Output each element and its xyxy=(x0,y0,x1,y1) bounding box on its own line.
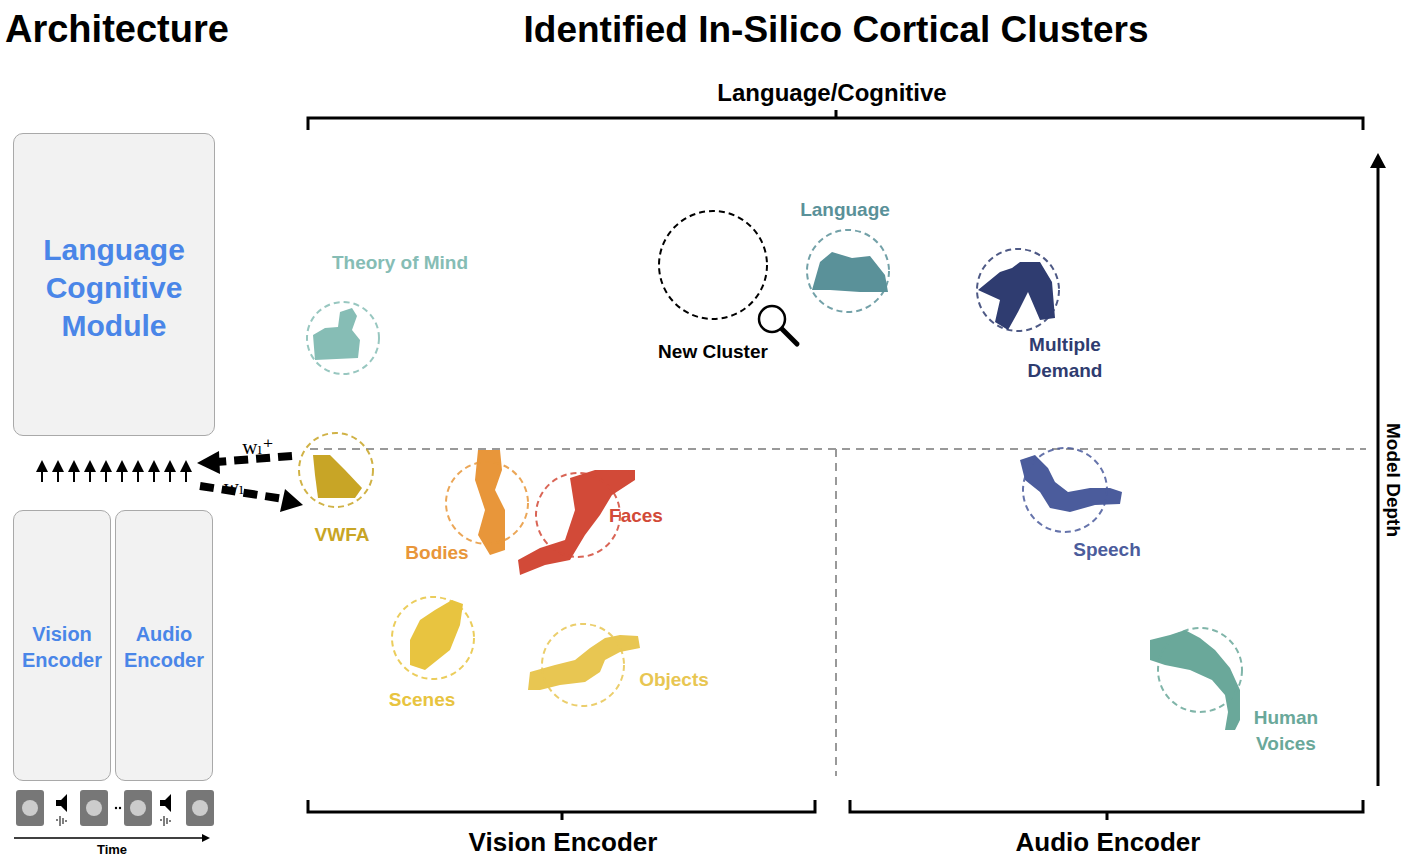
cluster-label: New Cluster xyxy=(613,339,813,365)
cluster-circle: Faces xyxy=(536,473,620,557)
cluster-circle: New Cluster xyxy=(659,211,767,319)
cluster-outline xyxy=(446,462,528,544)
cluster-label: Faces xyxy=(576,503,696,529)
dashed-circle xyxy=(1023,448,1107,532)
cluster-circle: Theory of Mind xyxy=(307,302,379,374)
cluster-group xyxy=(446,450,528,555)
input-icons xyxy=(16,790,214,826)
cluster-outline xyxy=(307,302,379,374)
cluster-group xyxy=(1020,448,1122,532)
dashed-circle xyxy=(659,211,767,319)
bracket xyxy=(308,800,815,820)
dashed-circle xyxy=(536,473,620,557)
dashed-circle xyxy=(446,462,528,544)
time-axis-head xyxy=(202,834,210,842)
bracket xyxy=(850,800,1363,820)
cluster-circle: Objects xyxy=(542,624,624,706)
cluster-label: Speech xyxy=(1047,537,1167,563)
cluster-group xyxy=(307,302,379,374)
axis-line xyxy=(1377,165,1380,786)
cluster-outline xyxy=(542,624,624,706)
group-label: Vision Encoder xyxy=(469,827,658,856)
cluster-outline xyxy=(807,230,889,312)
cluster-group xyxy=(528,624,640,706)
module-box: Audio Encoder xyxy=(115,510,213,781)
dashed-circle xyxy=(307,302,379,374)
magnifier-handle xyxy=(781,328,797,344)
dashed-circle xyxy=(977,249,1059,331)
cluster-circle: Speech xyxy=(1023,448,1107,532)
module-label: Language Cognitive Module xyxy=(18,231,210,345)
cluster-circle: Language xyxy=(807,230,889,312)
cluster-circle: VWFA xyxy=(299,433,373,507)
dashed-circle xyxy=(542,624,624,706)
weight-label: wₗ⁺ xyxy=(242,435,273,460)
dashed-circle xyxy=(807,230,889,312)
cluster-circle: Human Voices xyxy=(1158,628,1242,712)
projection-arrow-head xyxy=(280,489,303,512)
cluster-outline xyxy=(977,249,1059,331)
cluster-label: Scenes xyxy=(362,687,482,713)
section-heading: Architecture xyxy=(5,8,229,51)
divider-line xyxy=(835,449,837,776)
cluster-label: Multiple Demand xyxy=(1005,332,1125,384)
dashed-circle xyxy=(392,597,474,679)
cortical-blob xyxy=(313,308,360,360)
cluster-label: Objects xyxy=(614,667,734,693)
diagram-title: Identified In-Silico Cortical Clusters xyxy=(524,9,1149,51)
bracket xyxy=(308,110,1363,130)
cortical-blob xyxy=(475,450,505,555)
cluster-label: Language xyxy=(765,197,925,223)
cluster-outline xyxy=(1158,628,1242,712)
cluster-circle: Bodies xyxy=(446,462,528,544)
cluster-group xyxy=(392,597,474,679)
cluster-group xyxy=(299,433,373,507)
cluster-outline xyxy=(1023,448,1107,532)
module-box: Vision Encoder xyxy=(13,510,111,781)
cluster-outline xyxy=(659,211,767,319)
cortical-blob xyxy=(410,600,463,670)
cluster-circle: Multiple Demand xyxy=(977,249,1059,331)
cluster-outline xyxy=(299,433,373,507)
cluster-group xyxy=(977,249,1059,331)
module-label: Audio Encoder xyxy=(120,621,208,673)
cluster-label: Human Voices xyxy=(1226,705,1346,757)
axis-label: Model Depth xyxy=(1382,423,1404,537)
cortical-blob xyxy=(812,252,888,292)
cluster-group xyxy=(807,230,889,312)
weight-label: wₗ xyxy=(224,475,244,500)
cluster-label: Theory of Mind xyxy=(300,250,500,276)
cortical-blob xyxy=(1020,455,1122,512)
cortical-blob xyxy=(1150,630,1240,730)
dashed-circle xyxy=(1158,628,1242,712)
cluster-outline xyxy=(392,597,474,679)
group-label: Audio Encoder xyxy=(1016,827,1201,856)
group-label: Language/Cognitive xyxy=(717,79,946,107)
module-box: Language Cognitive Module xyxy=(13,133,215,436)
cortical-blob xyxy=(313,455,362,498)
module-label: Vision Encoder xyxy=(18,621,106,673)
cluster-label: Bodies xyxy=(377,540,497,566)
axis-head xyxy=(1370,153,1386,168)
cluster-circle: Scenes xyxy=(392,597,474,679)
time-axis xyxy=(14,837,204,839)
cluster-group xyxy=(1150,628,1242,730)
cluster-label: VWFA xyxy=(282,522,402,548)
projection-arrow-head xyxy=(197,451,220,474)
cluster-group xyxy=(659,211,797,344)
dashed-circle xyxy=(299,433,373,507)
magnifier-lens xyxy=(759,306,785,332)
cluster-outline xyxy=(536,473,620,557)
divider-line xyxy=(310,448,1366,450)
axis-label: Time xyxy=(97,842,127,856)
up-arrows xyxy=(42,466,186,482)
